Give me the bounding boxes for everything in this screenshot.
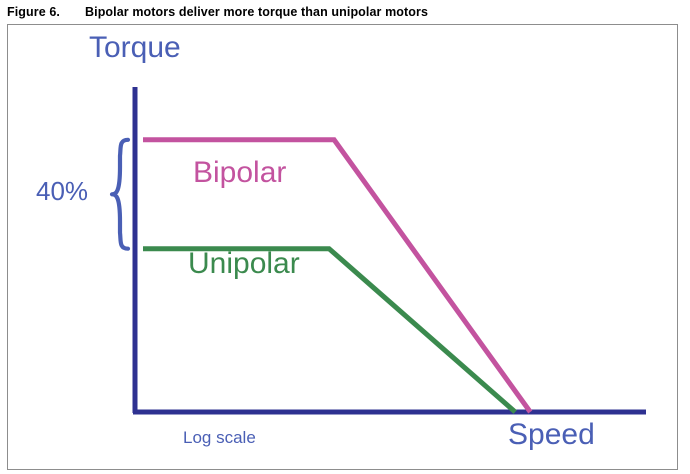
chart-frame: Torque Speed Log scale Bipolar Unipolar … bbox=[7, 24, 678, 470]
x-axis-scale-note: Log scale bbox=[183, 428, 256, 447]
figure-caption: Figure 6. Bipolar motors deliver more to… bbox=[7, 2, 680, 22]
series-line-unipolar bbox=[143, 246, 517, 414]
x-axis-title: Speed bbox=[508, 418, 595, 451]
series-label-unipolar: Unipolar bbox=[188, 247, 300, 280]
torque-speed-plot bbox=[109, 87, 646, 415]
series-label-bipolar: Bipolar bbox=[193, 156, 287, 189]
series-line-bipolar bbox=[143, 137, 533, 414]
torque-difference-brace bbox=[109, 137, 131, 251]
figure-number: Figure 6. bbox=[7, 5, 60, 19]
torque-difference-label: 40% bbox=[36, 176, 89, 207]
y-axis-title: Torque bbox=[89, 31, 181, 64]
figure-caption-text: Bipolar motors deliver more torque than … bbox=[85, 5, 429, 19]
